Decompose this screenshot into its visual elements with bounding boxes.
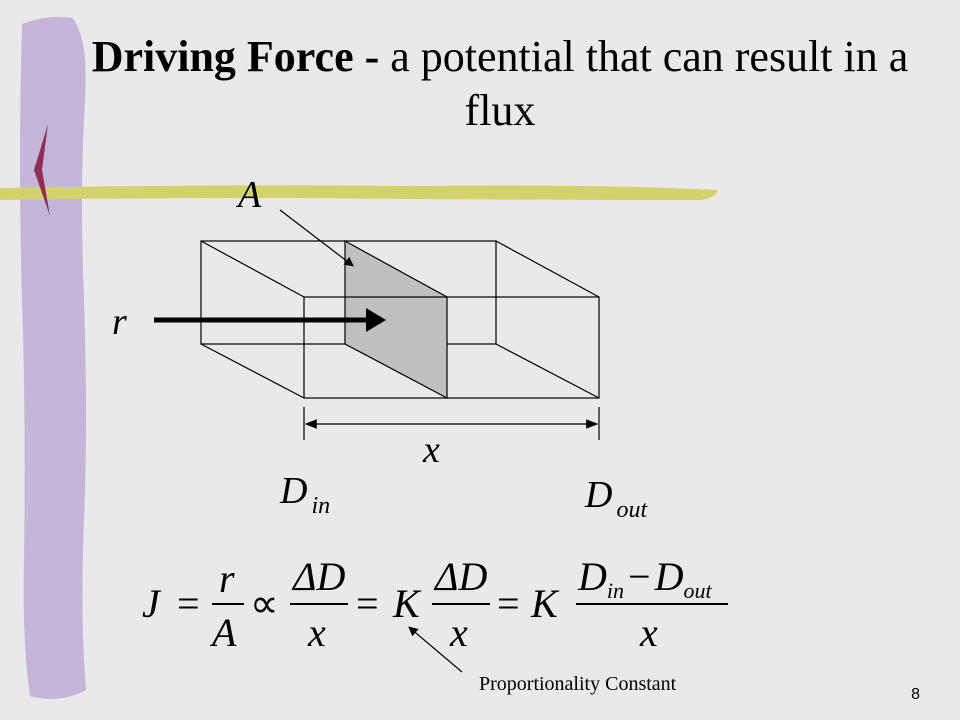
box-outline [200, 240, 600, 399]
d-in-sub: in [311, 493, 330, 519]
eq-d-in-sub: in [607, 578, 624, 603]
eq-d-in-main: D [577, 554, 607, 599]
eq-delta-d-1: ΔD [291, 554, 345, 599]
length-dimension [303, 407, 600, 440]
eq-K-2: K [530, 581, 560, 626]
eq-equals-1: = [177, 581, 200, 626]
yellow-brush-stroke [0, 185, 718, 200]
title-bold: Driving Force - [91, 32, 380, 81]
proportionality-annotation: Proportionality Constant [479, 673, 677, 695]
eq-x-2: x [449, 610, 468, 655]
eq-x-1: x [307, 610, 326, 655]
eq-minus: − [628, 554, 651, 599]
eq-d-out-main: D [654, 554, 684, 599]
eq-K-1: K [392, 581, 422, 626]
page-number: 8 [911, 686, 920, 703]
area-pointer-arrow [279, 209, 354, 267]
box-front-face [303, 296, 600, 399]
d-out-main: D [584, 474, 612, 516]
eq-x-3: x [639, 610, 658, 655]
rate-label: r [112, 301, 127, 343]
area-label: A [235, 174, 262, 216]
d-out-sub: out [616, 497, 648, 523]
slide-title: Driving Force - a potential that can res… [60, 30, 940, 138]
eq-equals-2: = [356, 581, 379, 626]
eq-d-out-sub: out [683, 578, 712, 603]
eq-A: A [209, 610, 237, 655]
d-in-main: D [279, 470, 307, 512]
eq-r: r [219, 556, 235, 601]
proportionality-pointer-arrow [408, 626, 463, 673]
eq-proportional: ∝ [250, 581, 279, 626]
chevron-accent-icon [34, 124, 50, 216]
eq-J: J [142, 581, 162, 626]
eq-numerator: Din−Dout [577, 554, 712, 603]
title-rest: a potential that can result in a flux [379, 32, 909, 135]
eq-delta-d-2: ΔD [433, 554, 487, 599]
rate-arrowhead [366, 308, 386, 332]
length-label: x [422, 429, 440, 471]
eq-equals-3: = [497, 581, 520, 626]
